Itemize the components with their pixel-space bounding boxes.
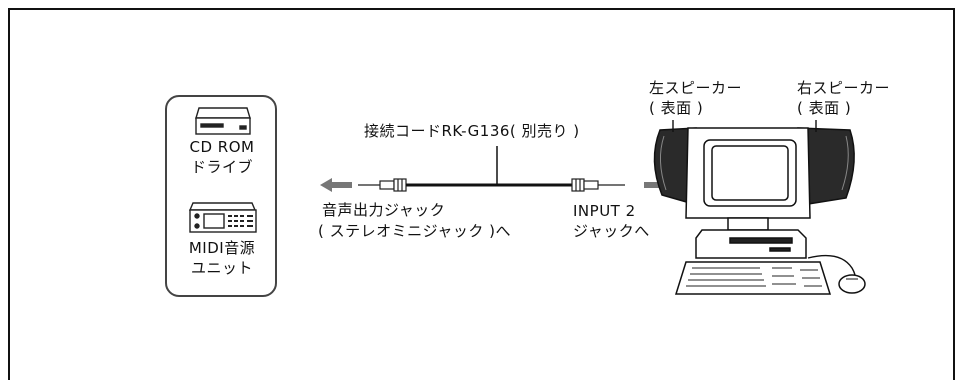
right-jack-label-line2: ジャックへ [573,222,650,240]
computer-monitor-icon [653,127,866,295]
midi-label-line2: ユニット [190,259,253,277]
midi-module-icon [188,202,257,233]
cdrom-drive-icon [195,107,251,135]
right-speaker-label-line2: ( 表面 ) [797,99,852,117]
left-plug-icon [358,178,407,192]
left-arrow-icon [320,178,352,192]
left-speaker-label-line1: 左スピーカー [649,79,743,97]
cdrom-label-line2: ドライブ [190,158,253,176]
right-plug-icon [571,178,625,192]
diagram-frame [8,8,955,380]
left-speaker-label-line2: ( 表面 ) [649,99,704,117]
midi-label-line1: MIDI音源 [188,239,256,257]
cdrom-label-line1: CD ROM [189,138,255,156]
right-jack-label-line1: INPUT 2 [573,202,636,220]
cable-label: 接続コードRK-G136( 別売り ) [364,122,580,140]
left-jack-label-line1: 音声出力ジャック [322,201,446,219]
left-jack-label-line2: ( ステレオミニジャック )へ [318,222,511,240]
right-speaker-label-line1: 右スピーカー [797,79,891,97]
source-devices-box [165,95,277,297]
